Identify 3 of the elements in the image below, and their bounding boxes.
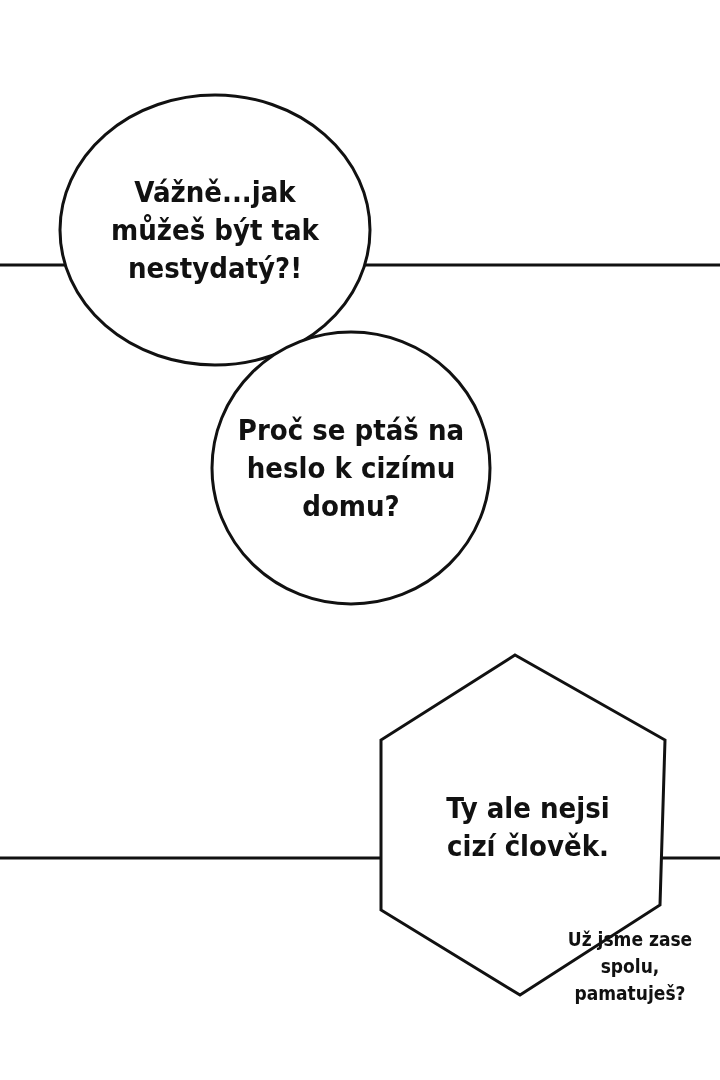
speech-text: Vážně...jak můžeš být tak nestydatý?!	[110, 174, 320, 287]
speech-text: Ty ale nejsi cizí člověk.	[445, 790, 611, 865]
speech-text: Proč se ptáš na heslo k cizímu domu?	[236, 412, 466, 525]
